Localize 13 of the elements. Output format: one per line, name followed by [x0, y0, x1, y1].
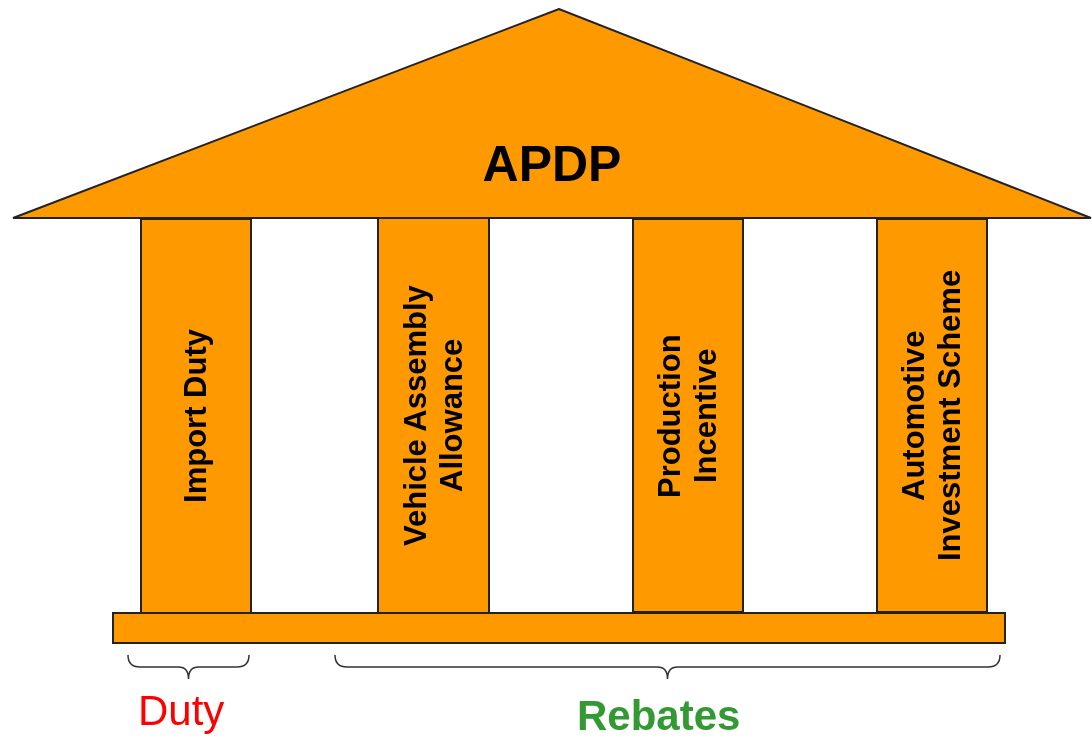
pillar [377, 217, 490, 614]
pillar [876, 218, 988, 613]
group-label: Rebates [577, 693, 741, 738]
roof-title: APDP [482, 136, 622, 192]
pillar [632, 218, 744, 613]
pillar [140, 218, 252, 614]
group-label: Duty [138, 688, 225, 734]
pillar-label: Automotive Investment Scheme [896, 268, 968, 564]
pillar-label: Production Incentive [652, 332, 724, 500]
pillar-label: Vehicle Assembly Allowance [397, 284, 470, 548]
base-slab [112, 612, 1006, 644]
roof-triangle [12, 8, 1092, 220]
pillar-label: Import Duty [178, 329, 214, 503]
